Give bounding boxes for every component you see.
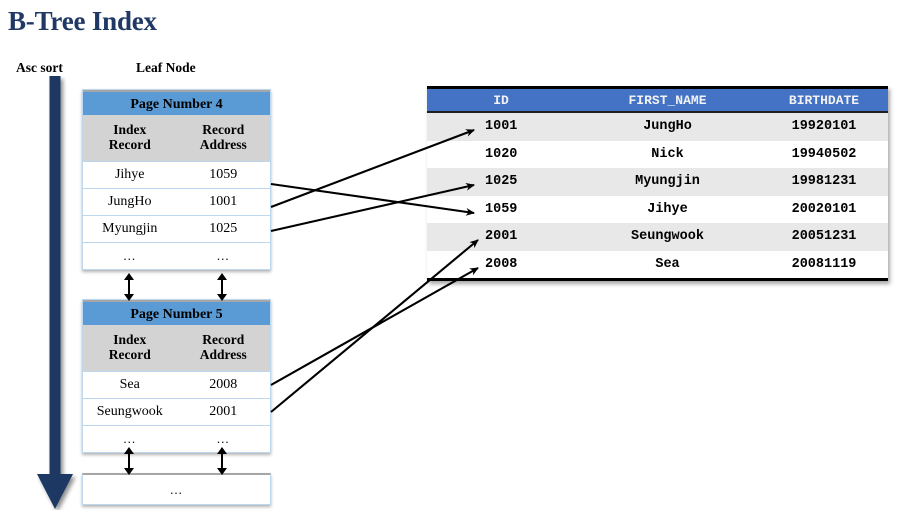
cell-first-name: JungHo (643, 119, 692, 135)
table-row[interactable]: 1025 Myungjin 19981231 (427, 168, 888, 196)
column-header-record-address: Record Address (177, 325, 271, 371)
asc-sort-label: Asc sort (16, 60, 63, 75)
col-head-line1: Record (202, 332, 245, 348)
index-record-cell: ... (123, 248, 137, 263)
cell-id: 2001 (485, 229, 518, 245)
index-row-ellipsis: ... ... (83, 425, 270, 452)
cell-first-name: Nick (651, 146, 684, 162)
record-address-cell: 1059 (209, 167, 238, 182)
leaf-page-5-header: Page Number 5 (83, 300, 270, 325)
leaf-page-4-column-headers: Index Record Record Address (83, 115, 270, 161)
data-table-header-first-name: FIRST_NAME (628, 92, 707, 108)
table-row[interactable]: 2008 Sea 20081119 (427, 250, 888, 278)
index-row[interactable]: Seungwook 2001 (83, 398, 270, 425)
table-row[interactable]: 1001 JungHo 19920101 (427, 113, 888, 141)
record-address-cell: 2001 (209, 404, 238, 419)
page-link-arrow-icon (217, 273, 227, 301)
col-head-line1: Index (113, 122, 147, 138)
index-row[interactable]: Sea 2008 (83, 371, 270, 398)
data-table[interactable]: ID FIRST_NAME BIRTHDATE 1001 JungHo 1992… (427, 86, 888, 281)
col-head-line2: Address (199, 347, 247, 362)
data-table-header-row: ID FIRST_NAME BIRTHDATE (427, 89, 888, 113)
leaf-page-5[interactable]: Page Number 5 Index Record Record Addres… (82, 299, 271, 453)
record-address-cell: 1025 (209, 221, 238, 236)
index-row[interactable]: JungHo 1001 (83, 188, 270, 215)
page-link-arrow-icon (124, 447, 134, 475)
page-title: B-Tree Index (8, 6, 157, 36)
index-row[interactable]: Jihye 1059 (83, 161, 270, 188)
cell-birthdate: 19920101 (791, 119, 857, 135)
index-record-cell: Jihye (114, 167, 145, 182)
record-address-cell: 1001 (209, 194, 238, 209)
leaf-page-more[interactable]: ... (82, 473, 271, 505)
leaf-node-label: Leaf Node (136, 60, 196, 75)
cell-birthdate: 19981231 (791, 174, 857, 190)
table-row[interactable]: 2001 Seungwook 20051231 (427, 223, 888, 251)
index-record-cell: Sea (119, 377, 140, 392)
record-address-cell: ... (216, 431, 230, 446)
col-head-line1: Index (113, 332, 147, 348)
asc-sort-arrow-icon (37, 76, 73, 509)
cell-birthdate: 20051231 (791, 229, 857, 245)
index-record-cell: Seungwook (96, 404, 163, 419)
record-address-cell: 2008 (209, 377, 238, 392)
cell-id: 1020 (485, 146, 518, 162)
cell-id: 1001 (485, 119, 518, 135)
col-head-line2: Address (199, 137, 247, 152)
cell-first-name: Sea (655, 256, 680, 272)
cell-first-name: Jihye (647, 201, 688, 217)
column-header-record-address: Record Address (177, 115, 271, 161)
cell-first-name: Seungwook (631, 229, 704, 245)
connector-sea-2008 (270, 267, 479, 386)
cell-birthdate: 19940502 (791, 146, 857, 162)
index-record-cell: ... (123, 431, 137, 446)
index-row[interactable]: Myungjin 1025 (83, 215, 270, 242)
record-address-cell: ... (216, 248, 230, 263)
column-header-index-record: Index Record (83, 325, 177, 371)
cell-birthdate: 20081119 (791, 256, 857, 272)
column-header-index-record: Index Record (83, 115, 177, 161)
cell-birthdate: 20020101 (791, 201, 857, 217)
page-link-arrow-icon (124, 273, 134, 301)
leaf-page-4[interactable]: Page Number 4 Index Record Record Addres… (82, 89, 271, 270)
index-row-ellipsis: ... ... (83, 242, 270, 269)
index-record-cell: JungHo (107, 194, 152, 209)
col-head-line1: Record (202, 122, 245, 138)
cell-id: 1059 (485, 201, 518, 217)
col-head-line2: Record (108, 347, 151, 362)
cell-id: 2008 (485, 256, 518, 272)
data-table-header-id: ID (493, 92, 509, 108)
table-row[interactable]: 1020 Nick 19940502 (427, 140, 888, 168)
cell-id: 1025 (485, 174, 518, 190)
table-row[interactable]: 1059 Jihye 20020101 (427, 195, 888, 223)
index-record-cell: Myungjin (102, 221, 158, 236)
data-table-header-birthdate: BIRTHDATE (788, 92, 860, 108)
leaf-page-5-column-headers: Index Record Record Address (83, 325, 270, 371)
leaf-page-4-header: Page Number 4 (83, 90, 270, 115)
page-link-arrow-icon (217, 447, 227, 475)
cell-first-name: Myungjin (635, 174, 700, 190)
col-head-line2: Record (108, 137, 151, 152)
